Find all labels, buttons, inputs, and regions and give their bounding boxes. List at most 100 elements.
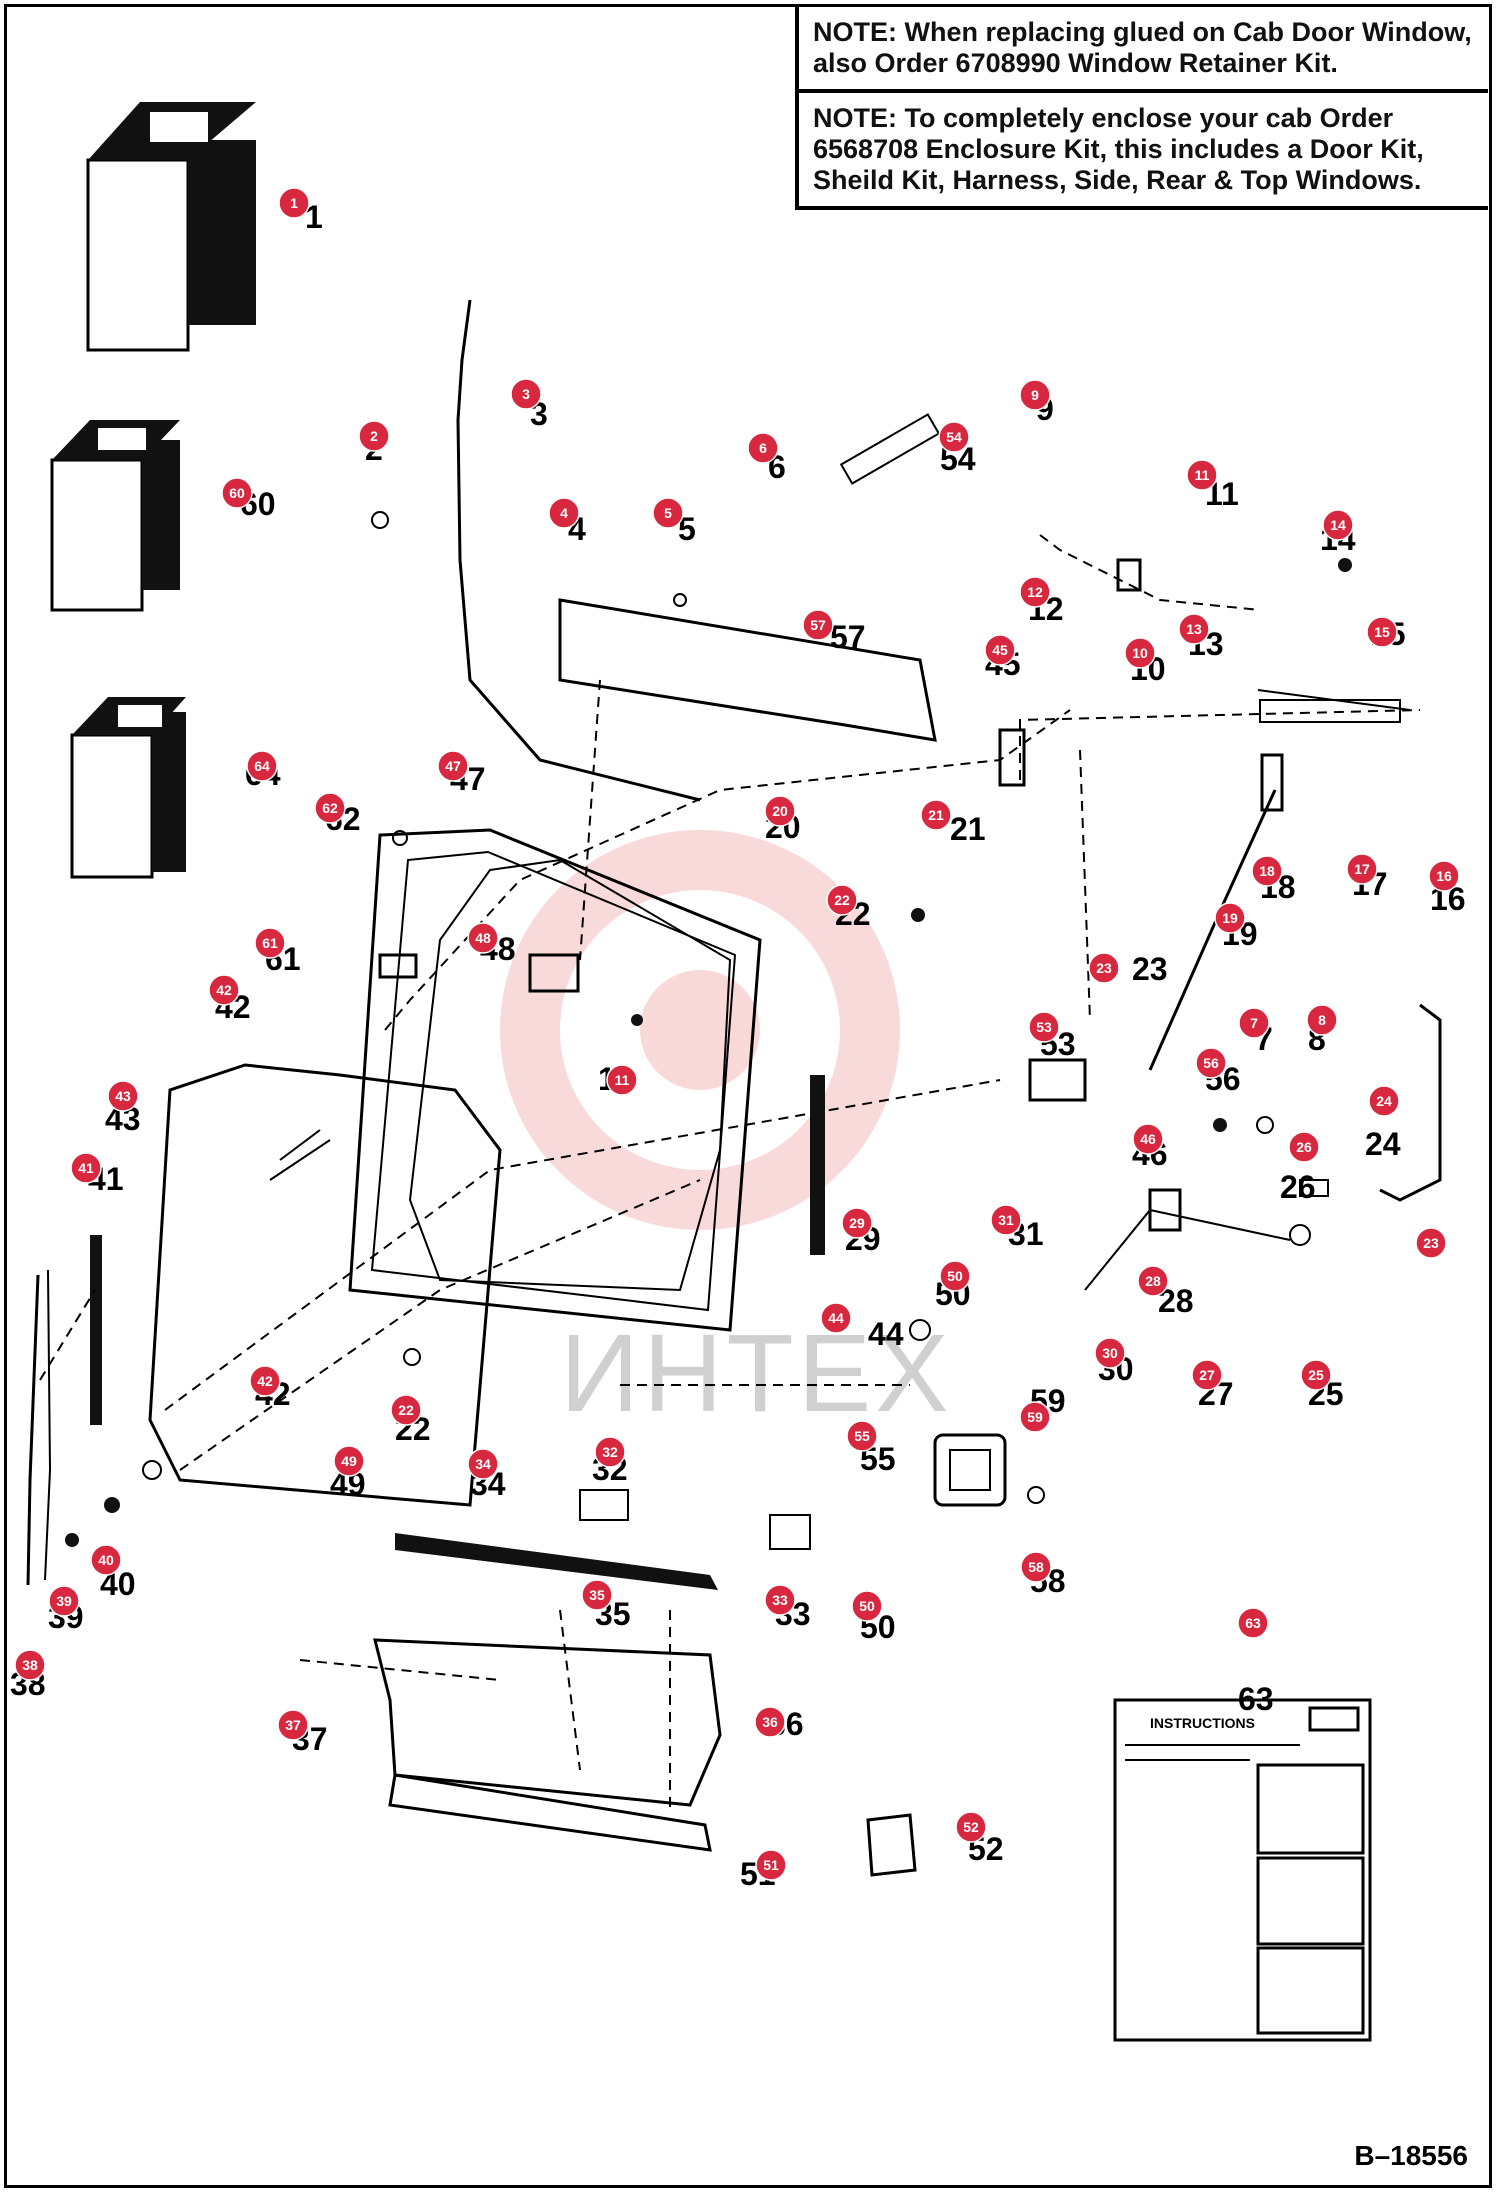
svg-text:55: 55	[854, 1428, 870, 1444]
svg-text:8: 8	[1318, 1012, 1326, 1028]
callout: 43	[107, 1080, 139, 1112]
note-text: When replacing glued on Cab Door Window,…	[813, 17, 1472, 78]
callout: 33	[764, 1584, 796, 1616]
callout: 63	[1237, 1607, 1269, 1639]
svg-text:18: 18	[1259, 863, 1275, 879]
callout: 19	[1214, 902, 1246, 934]
note-enclosure-kit: NOTE: To completely enclose your cab Ord…	[799, 89, 1488, 206]
callout: 27	[1191, 1359, 1223, 1391]
callout: 3	[510, 378, 542, 410]
callout: 56	[1195, 1047, 1227, 1079]
assembly-lines	[39, 534, 1421, 1810]
svg-text:43: 43	[115, 1088, 131, 1104]
part-number: 44	[868, 1316, 904, 1352]
callout: 57	[802, 609, 834, 641]
svg-text:10: 10	[1132, 645, 1148, 661]
svg-text:64: 64	[254, 758, 270, 774]
callout: 47	[437, 750, 469, 782]
gas-strut	[456, 299, 1411, 802]
latch-handle	[933, 1433, 1007, 1507]
svg-text:23: 23	[1096, 960, 1112, 976]
manual-box-64	[70, 697, 186, 879]
callout: 42	[249, 1365, 281, 1397]
svg-text:34: 34	[475, 1456, 491, 1472]
svg-text:2: 2	[370, 428, 378, 444]
callout: 2	[358, 420, 390, 452]
note-label: NOTE:	[813, 17, 897, 47]
callout: 54	[938, 421, 970, 453]
notes-box: NOTE: When replacing glued on Cab Door W…	[795, 7, 1488, 210]
callout: 14	[1322, 509, 1354, 541]
svg-text:62: 62	[322, 800, 338, 816]
part-number: 23	[1132, 951, 1168, 987]
callout: 11	[606, 1064, 638, 1096]
callout: 61	[254, 927, 286, 959]
callout: 62	[314, 792, 346, 824]
svg-text:48: 48	[475, 930, 491, 946]
svg-text:52: 52	[963, 1819, 979, 1835]
latch-mechanism	[1084, 1188, 1291, 1291]
callout: 18	[1251, 855, 1283, 887]
svg-text:61: 61	[262, 935, 278, 951]
svg-text:50: 50	[947, 1268, 963, 1284]
svg-text:25: 25	[1308, 1367, 1324, 1383]
callout: 25	[1300, 1359, 1332, 1391]
diagram-frame	[4, 4, 1492, 2188]
svg-text:12: 12	[1027, 584, 1043, 600]
callout: 34	[467, 1448, 499, 1480]
part-number: 57	[830, 619, 866, 655]
decal-32	[579, 1489, 629, 1521]
svg-text:9: 9	[1031, 387, 1039, 403]
callout: 26	[1288, 1131, 1320, 1163]
callout: 11	[1186, 459, 1218, 491]
watermark-gear-icon	[500, 830, 900, 1230]
part-number: 63	[1238, 1681, 1274, 1717]
svg-text:21: 21	[928, 807, 944, 823]
svg-text:15: 15	[1374, 624, 1390, 640]
svg-text:24: 24	[1376, 1093, 1392, 1109]
wiper-blade	[90, 1235, 102, 1425]
callout: 53	[1028, 1011, 1060, 1043]
svg-text:23: 23	[1423, 1235, 1439, 1251]
svg-text:42: 42	[257, 1373, 273, 1389]
callout: 24	[1368, 1085, 1400, 1117]
svg-text:42: 42	[216, 982, 232, 998]
decal-52	[866, 1813, 917, 1877]
svg-text:20: 20	[772, 803, 788, 819]
part-number: 24	[1365, 1126, 1401, 1162]
callout: 52	[955, 1811, 987, 1843]
svg-text:4: 4	[560, 505, 568, 521]
callout: 23	[1088, 952, 1120, 984]
svg-text:37: 37	[285, 1717, 301, 1733]
callout: 44	[820, 1302, 852, 1334]
callouts: 1 2 3 4 5 6 7 8 9 10 11 11 12 13 14 15 1…	[14, 187, 1460, 1881]
callout: 23	[1415, 1227, 1447, 1259]
svg-text:22: 22	[398, 1402, 414, 1418]
callout: 8	[1306, 1004, 1338, 1036]
callout: 13	[1178, 613, 1210, 645]
svg-text:38: 38	[22, 1657, 38, 1673]
svg-text:1: 1	[290, 195, 298, 211]
callout: 50	[939, 1260, 971, 1292]
svg-text:51: 51	[763, 1857, 779, 1873]
callout: 32	[594, 1436, 626, 1468]
part-number: 1	[305, 199, 323, 235]
callout: 58	[1020, 1551, 1052, 1583]
callout: 20	[764, 795, 796, 827]
sill-shim	[388, 1773, 712, 1852]
door-frame	[348, 828, 762, 1332]
callout: 51	[755, 1849, 787, 1881]
callout: 49	[333, 1445, 365, 1477]
note-label: NOTE:	[813, 103, 897, 133]
svg-text:29: 29	[849, 1215, 865, 1231]
svg-text:7: 7	[1250, 1015, 1258, 1031]
svg-text:60: 60	[229, 485, 245, 501]
instructions-sheet: INSTRUCTIONS	[1113, 1698, 1372, 2042]
watermark: ИНТЕХ	[560, 1312, 953, 1435]
callout: 7	[1238, 1007, 1270, 1039]
instructions-label: INSTRUCTIONS	[1150, 1715, 1255, 1731]
svg-text:49: 49	[341, 1453, 357, 1469]
callout: 36	[754, 1706, 786, 1738]
manual-box-1	[86, 102, 256, 352]
